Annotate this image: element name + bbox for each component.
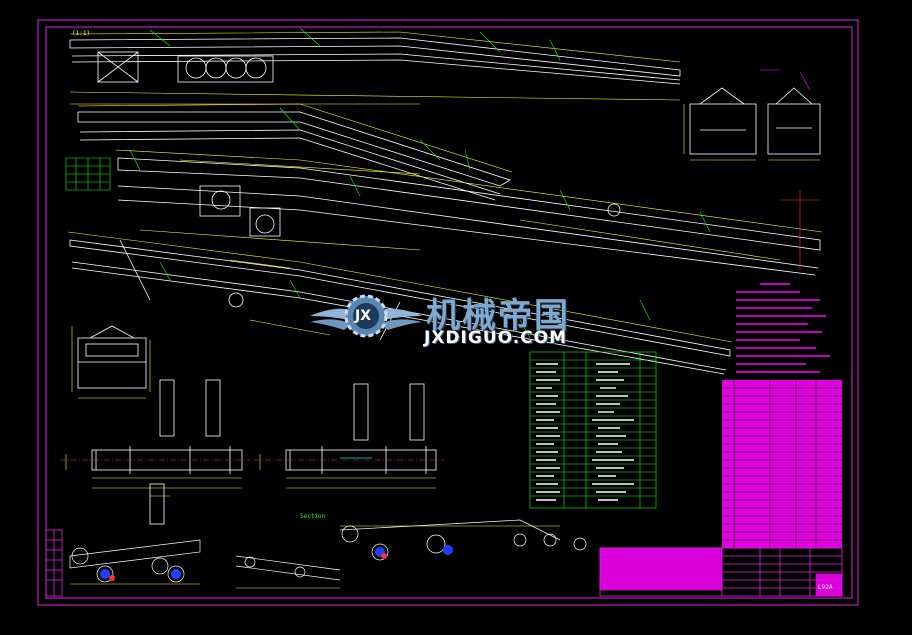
pulley-schematics [69,519,587,583]
shaft-assembly-2 [285,383,437,474]
watermark-title: 机械帝国 [426,296,570,336]
conveyor-elevation-3 [117,157,821,276]
conveyor-4-dims [67,231,733,343]
parts-list [722,380,842,548]
gear-wing-logo-icon [310,294,422,338]
parameter-table-text-marks [536,363,634,501]
conveyor-3-red-marks [780,190,820,270]
conveyor-3-hatch [65,149,711,233]
conveyor-elevation-2 [77,111,511,201]
title-block [599,547,843,597]
conveyor-4-leaders [159,261,651,339]
parameter-table [529,351,657,509]
conveyor-elevation-1 [69,37,681,85]
left-revision-tab [45,529,63,597]
watermark-logo-text: JX [355,308,372,324]
shaft-assembly-1-dims [65,454,242,497]
section-label: Section [300,513,326,520]
section-view-left [77,325,147,389]
drawing-frame [37,19,859,606]
section-view-top-right [689,87,821,155]
scale-label: (1:1) [72,30,91,37]
watermark-url: JXDIGUO.COM [424,328,568,348]
pulley-dims [70,525,560,589]
conveyor-2-leaders [279,107,471,171]
section-view-left-dims [71,326,151,399]
shaft-assembly-2-dims [259,454,436,489]
drawing-number: L92A [818,584,833,591]
conveyor-1-leaders [149,27,561,61]
conveyor-2-dims [77,103,513,175]
watermark: JX 机械帝国 JXDIGUO.COM [308,286,608,352]
technical-notes [736,283,830,373]
conveyor-1-dimensions [69,31,681,105]
conveyor-3-dims [115,149,823,261]
section-view-magenta [760,69,811,91]
pulley-fill-marks [100,545,453,581]
shaft-assembly-1 [91,379,243,525]
section-view-dims [683,104,820,161]
